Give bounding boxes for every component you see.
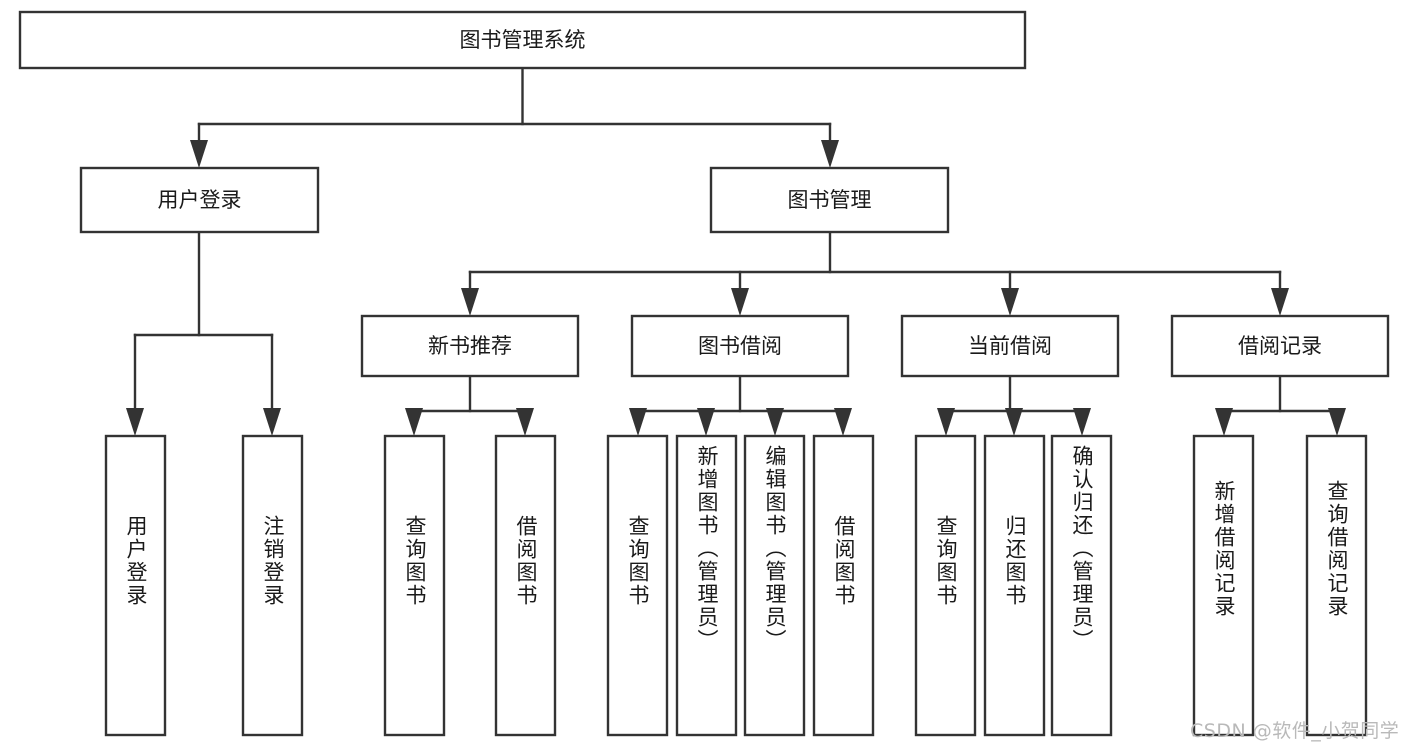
node-leaf-add-record-box[interactable] — [1192, 434, 1255, 737]
connector-group-new-book-recommend-to-leaves — [405, 374, 534, 436]
arrow-head-leaf-user-login — [126, 408, 144, 436]
node-current-borrow-box[interactable] — [900, 314, 1120, 378]
arrow-head-leaf-borrow-book-1 — [516, 408, 534, 436]
arrow-head-leaf-return-book — [1005, 408, 1023, 436]
node-leaf-edit-book-box[interactable] — [743, 434, 806, 737]
arrow-head-leaf-add-record — [1215, 408, 1233, 436]
arrow-head-leaf-confirm-return — [1073, 408, 1091, 436]
node-borrow-record-box[interactable] — [1170, 314, 1390, 378]
node-new-book-recommend-label: 新书推荐 — [428, 334, 512, 358]
node-root-box[interactable] — [18, 10, 1027, 70]
connector-group-book-borrow-to-leaves — [629, 374, 852, 436]
arrow-head-borrow-record — [1271, 288, 1289, 316]
arrow-head-leaf-query-book-1 — [405, 408, 423, 436]
node-leaf-query-book-3-box[interactable] — [914, 434, 977, 737]
connector-group-user-login-to-leaves — [126, 230, 281, 436]
node-root-label: 图书管理系统 — [460, 28, 586, 52]
node-leaf-add-book-box[interactable] — [675, 434, 738, 737]
connector-group-current-borrow-to-leaves — [937, 374, 1091, 436]
node-user-login-box[interactable] — [79, 166, 320, 234]
node-book-borrow-label: 图书借阅 — [698, 334, 782, 358]
node-current-borrow-label: 当前借阅 — [968, 334, 1052, 358]
arrow-head-leaf-user-logout — [263, 408, 281, 436]
node-leaf-confirm-return-box[interactable] — [1050, 434, 1113, 737]
node-leaf-borrow-book-2-box[interactable] — [812, 434, 875, 737]
node-user-login-label: 用户登录 — [158, 188, 242, 212]
arrow-head-leaf-query-record — [1328, 408, 1346, 436]
arrow-head-leaf-edit-book — [766, 408, 784, 436]
node-leaf-return-book-box[interactable] — [983, 434, 1046, 737]
node-new-book-recommend-box[interactable] — [360, 314, 580, 378]
node-leaf-user-login-box[interactable] — [104, 434, 167, 737]
node-book-borrow-box[interactable] — [630, 314, 850, 378]
node-borrow-record-label: 借阅记录 — [1238, 334, 1322, 358]
node-book-management-label: 图书管理 — [788, 188, 872, 212]
arrow-head-new-book-recommend — [461, 288, 479, 316]
node-leaf-user-logout-box[interactable] — [241, 434, 304, 737]
node-leaf-query-book-2-box[interactable] — [606, 434, 669, 737]
arrow-head-leaf-add-book — [697, 408, 715, 436]
connector-group-borrow-record-to-leaves — [1215, 374, 1346, 436]
arrow-head-book-management — [821, 140, 839, 168]
arrow-head-current-borrow — [1001, 288, 1019, 316]
arrow-head-user-login — [190, 140, 208, 168]
arrow-head-leaf-query-book-2 — [629, 408, 647, 436]
node-book-management-box[interactable] — [709, 166, 950, 234]
node-leaf-borrow-book-1-box[interactable] — [494, 434, 557, 737]
arrow-head-leaf-query-book-3 — [937, 408, 955, 436]
csdn-watermark: CSDN @软件_小贺同学 — [1190, 720, 1400, 742]
arrow-head-book-borrow — [731, 288, 749, 316]
connector-group-root-to-level2 — [190, 66, 839, 168]
connector-group-book-management-to-level3 — [461, 230, 1289, 316]
node-leaf-query-book-1-box[interactable] — [383, 434, 446, 737]
node-leaf-query-record-box[interactable] — [1305, 434, 1368, 737]
arrow-head-leaf-borrow-book-2 — [834, 408, 852, 436]
